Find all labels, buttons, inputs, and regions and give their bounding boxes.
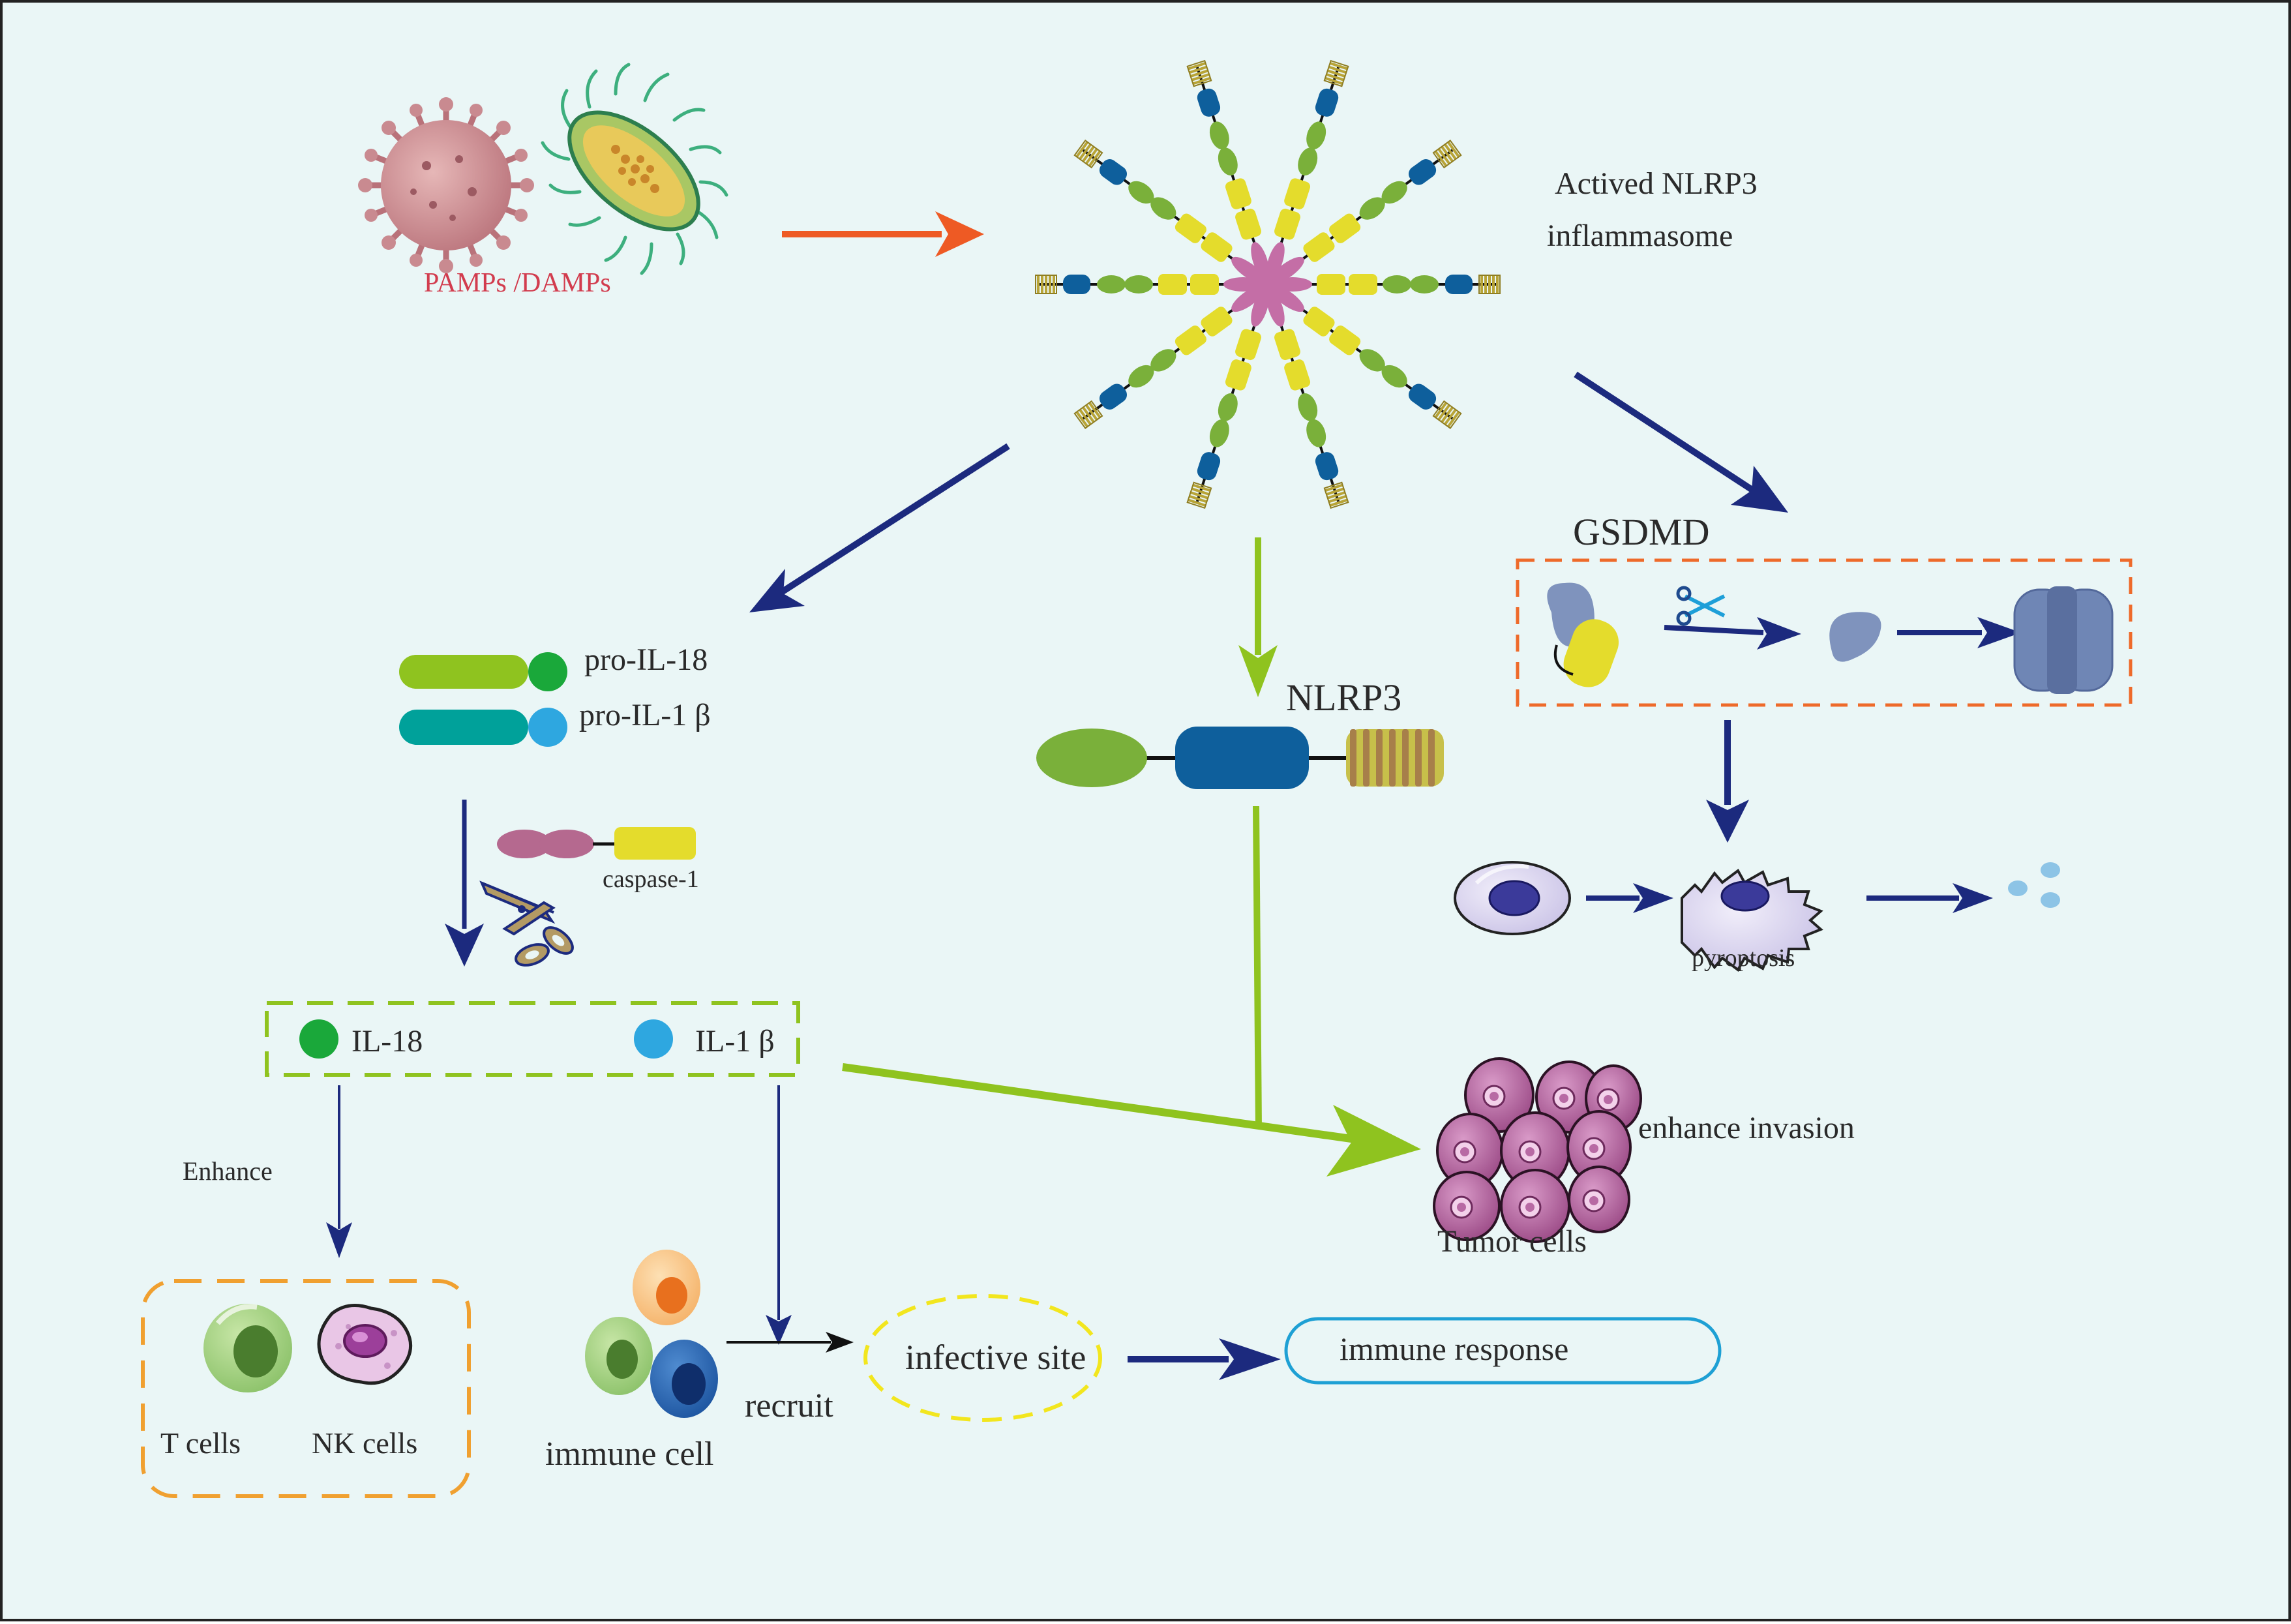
pyroptosis-label: pyroptosis (1692, 944, 1795, 972)
diagram-artwork (141, 59, 2133, 1498)
activation-arrow (782, 211, 984, 257)
arrow-to-gsdmd (1574, 371, 1788, 513)
caspase1-label: caspase-1 (603, 865, 699, 893)
lymphocyte-box (141, 1279, 471, 1498)
pyroptotic-cell-icon (1681, 869, 1823, 972)
pamps-label: PAMPs /DAMPs (424, 268, 611, 298)
immune-cell-icon (585, 1250, 718, 1418)
immune-response-label: immune response (1340, 1331, 1569, 1367)
il1b-label: IL-1 β (695, 1024, 775, 1059)
activated-nlrp3-label: Actived NLRP3 (1555, 166, 1758, 201)
immune-cell-label: immune cell (545, 1436, 714, 1473)
gsdmd-box (1516, 558, 2133, 707)
mature-cytokines-box (265, 1001, 800, 1077)
virus-icon (358, 97, 534, 273)
gsdmd-n-terminal (1829, 612, 1881, 662)
nk-cells-label: NK cells (312, 1426, 418, 1460)
infective-site-label: infective site (905, 1338, 1086, 1377)
pro-il18-label: pro-IL-18 (584, 642, 708, 677)
infective-site-outline (863, 1294, 1102, 1422)
tumor-cell-icon (1433, 1057, 1642, 1243)
t-cells-label: T cells (160, 1426, 241, 1460)
gsdmd-full-length (1547, 582, 1619, 687)
scissors-icon (479, 880, 574, 967)
enhance-label: Enhance (183, 1156, 273, 1186)
immune-response-box (1284, 1317, 1722, 1385)
recruit-label: recruit (745, 1387, 833, 1424)
inflammasome-icon (1035, 59, 1501, 509)
arrow-to-lymphocytes (326, 1085, 352, 1258)
nk-cell-icon (317, 1304, 413, 1385)
arrow-to-mature-cytokines (445, 800, 484, 967)
arrow-to-immune-response (1128, 1338, 1281, 1380)
nlrp3-molecule (1036, 727, 1444, 789)
arrow-to-tumor-cells (842, 805, 1421, 1177)
il18-label: IL-18 (352, 1024, 423, 1059)
t-cell-icon (203, 1304, 292, 1392)
gsdmd-pore-icon (2013, 586, 2114, 694)
gsdmd-label: GSDMD (1573, 511, 1710, 553)
enhance-invasion-label: enhance invasion (1638, 1111, 1855, 1145)
pro-il1b-label: pro-IL-1 β (579, 698, 711, 732)
released-contents-icon (2008, 862, 2060, 908)
inflammasome-label: inflammasome (1547, 218, 1733, 253)
caspase1-molecule (497, 827, 696, 860)
tumor-cells-label: Tumor cells (1437, 1224, 1587, 1259)
nlrp3-label: NLRP3 (1286, 676, 1402, 719)
bacterium-icon (541, 63, 728, 275)
normal-cell-icon (1454, 861, 1571, 935)
pro-il18-molecule (399, 652, 567, 691)
arrow-to-pro-cytokines (749, 443, 1010, 612)
pro-il1b-molecule (399, 708, 567, 747)
arrow-to-pyroptosis (1706, 720, 1749, 843)
arrow-to-nlrp3 (1238, 537, 1278, 697)
arrow-recruit (726, 1085, 854, 1353)
scissors-icon (1676, 586, 1726, 626)
